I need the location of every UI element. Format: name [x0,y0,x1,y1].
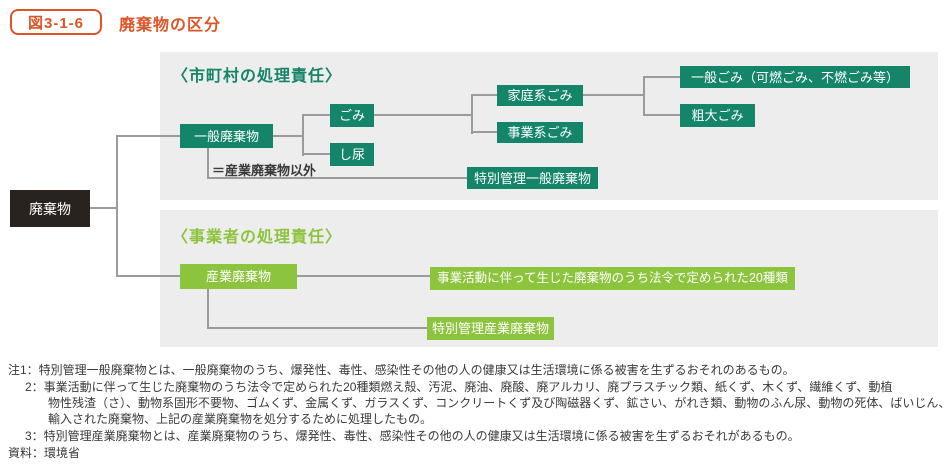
node-general-garbage: 一般ごみ（可燃ごみ、不燃ごみ等） [680,66,910,88]
connector-line [645,114,680,116]
connector-line [471,94,473,134]
connector-line [473,94,497,96]
node-night-soil: し尿 [330,143,374,166]
connector-line [643,76,645,116]
connector-line [473,131,497,133]
node-industrial-waste-definition: 事業活動に伴って生じた廃棄物のうち法令で定められた20種類 [430,267,795,290]
note-2-line-3: 輸入された廃棄物、上記の産業廃棄物を処分するために処理したもの。 [48,412,433,426]
note-3: 3：特別管理産業廃棄物とは、産業廃棄物のうち、爆発性、毒性、感染性その他の人の健… [25,429,800,443]
connector-line [374,114,471,116]
node-industrial-waste: 産業廃棄物 [180,264,297,289]
municipal-section-header: 〈市町村の処理責任〉 [172,68,343,85]
note-2-line-2: 物性残渣（さ）、動物系固形不要物、ゴムくず、金属くず、ガラスくず、コンクリートく… [48,396,946,410]
connector-line [304,153,330,155]
node-special-industrial-waste: 特別管理産業廃棄物 [427,317,554,340]
node-waste-root: 廃棄物 [10,190,90,227]
connector-line [207,177,467,179]
connector-line [207,289,209,329]
node-special-general-waste: 特別管理一般廃棄物 [467,167,598,189]
figure-number-badge: 図3-1-6 [10,9,102,35]
figure-title: 廃棄物の区分 [119,17,222,34]
connector-line [116,135,118,277]
connector-line [273,135,303,137]
note-1: 注1：特別管理一般廃棄物とは、一般廃棄物のうち、爆発性、毒性、感染性その他の人の… [8,363,795,377]
business-section-header: 〈事業者の処理責任〉 [172,229,343,246]
connector-line [297,275,430,277]
label-non-industrial-waste: ＝産業廃棄物以外 [212,163,317,178]
connector-line [207,327,427,329]
connector-line [90,207,118,209]
node-general-waste: 一般廃棄物 [180,124,273,148]
node-garbage: ごみ [330,104,374,127]
connector-line [118,135,180,137]
connector-line [302,114,304,156]
connector-line [304,114,330,116]
node-household-garbage: 家庭系ごみ [497,85,583,106]
connector-line [118,275,180,277]
connector-line [583,94,645,96]
source-note: 資料：環境省 [8,446,81,460]
node-business-garbage: 事業系ごみ [497,122,583,143]
connector-line [645,76,680,78]
connector-line [207,148,209,179]
node-bulky-garbage: 粗大ごみ [680,104,755,127]
note-2-line-1: 2：事業活動に伴って生じた廃棄物のうち法令で定められた20種類燃え殻、汚泥、廃油… [25,380,893,394]
